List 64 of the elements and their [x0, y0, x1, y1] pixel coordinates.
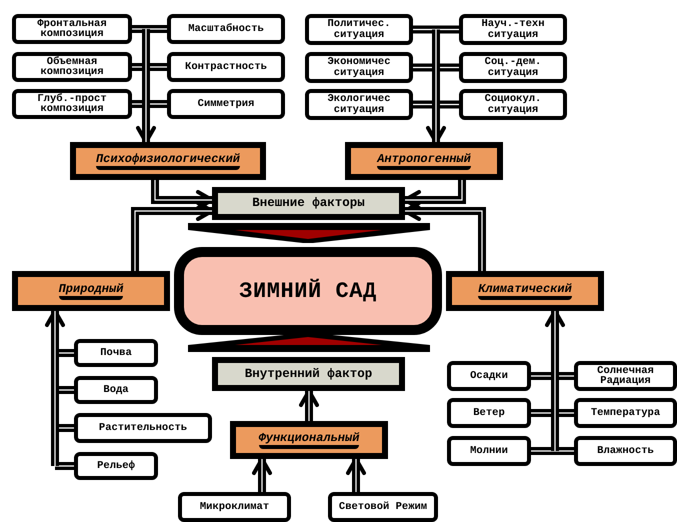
group-box	[212, 357, 405, 391]
node-label: Температура	[590, 408, 660, 418]
factor-box	[459, 14, 567, 45]
node-label: Климатический	[478, 282, 572, 300]
node-label: Фронтальная композиция	[36, 18, 108, 40]
main-box	[174, 247, 442, 335]
node-label: Влажность	[597, 446, 654, 456]
category-box	[345, 142, 503, 180]
factor-box	[12, 89, 132, 119]
factor-box	[574, 436, 677, 466]
factor-box	[178, 492, 291, 522]
factor-box	[574, 398, 677, 428]
node-label: Молнии	[470, 446, 508, 456]
node-label: Глуб.-прост композиция	[36, 94, 108, 114]
node-label: Осадки	[470, 370, 508, 382]
factor-box	[447, 398, 531, 428]
factor-box	[447, 361, 531, 391]
node-label: Объемная композиция	[39, 56, 104, 78]
node-label: ЗИМНИЙ САД	[239, 278, 377, 306]
node-label: Функциональный	[258, 431, 360, 449]
node-label: Почва	[100, 348, 132, 358]
group-box	[212, 187, 405, 220]
node-label: Науч.-техн ситуация	[480, 19, 546, 40]
factor-box	[12, 14, 132, 44]
node-label: Масштабность	[188, 24, 264, 34]
factor-box	[167, 89, 285, 119]
factor-box	[459, 52, 567, 83]
node-label: Растительность	[98, 422, 188, 434]
factor-box	[328, 492, 438, 522]
node-label: Световой Режим	[338, 502, 428, 512]
factor-box	[74, 413, 212, 443]
category-box	[230, 421, 388, 459]
node-label: Психофизиологический	[96, 152, 240, 170]
factor-box	[12, 52, 132, 82]
node-label: Контрастность	[185, 62, 267, 72]
node-label: Ветер	[473, 408, 505, 418]
node-label: Вода	[103, 384, 129, 396]
factor-box	[74, 376, 158, 404]
category-box	[446, 271, 604, 311]
factor-box	[305, 89, 413, 120]
factor-box	[167, 14, 285, 44]
factor-box	[459, 89, 567, 120]
node-label: Политичес. ситуация	[326, 19, 392, 40]
node-label: Внешние факторы	[252, 195, 365, 212]
factor-box	[167, 52, 285, 82]
node-label: Природный	[58, 282, 124, 300]
factor-box	[305, 52, 413, 83]
node-label: Рельеф	[97, 460, 135, 472]
factor-box	[305, 14, 413, 45]
node-label: Антропогенный	[377, 152, 471, 170]
node-label: Микроклимат	[200, 502, 270, 512]
node-label: Солнечная Радиация	[596, 366, 655, 386]
factor-box	[74, 452, 158, 480]
node-label: Симметрия	[198, 98, 254, 110]
node-label: Внутренний фактор	[244, 366, 372, 383]
node-label: Соц.-дем. ситуация	[484, 57, 542, 78]
factor-box	[74, 339, 158, 367]
category-box	[70, 142, 266, 180]
node-label: Экологичес ситуация	[326, 94, 392, 115]
factor-box	[447, 436, 531, 466]
node-label: Социокул. ситуация	[484, 94, 542, 115]
node-label: Экономичес ситуация	[326, 57, 392, 78]
category-box	[12, 271, 170, 311]
factor-box	[574, 361, 677, 391]
